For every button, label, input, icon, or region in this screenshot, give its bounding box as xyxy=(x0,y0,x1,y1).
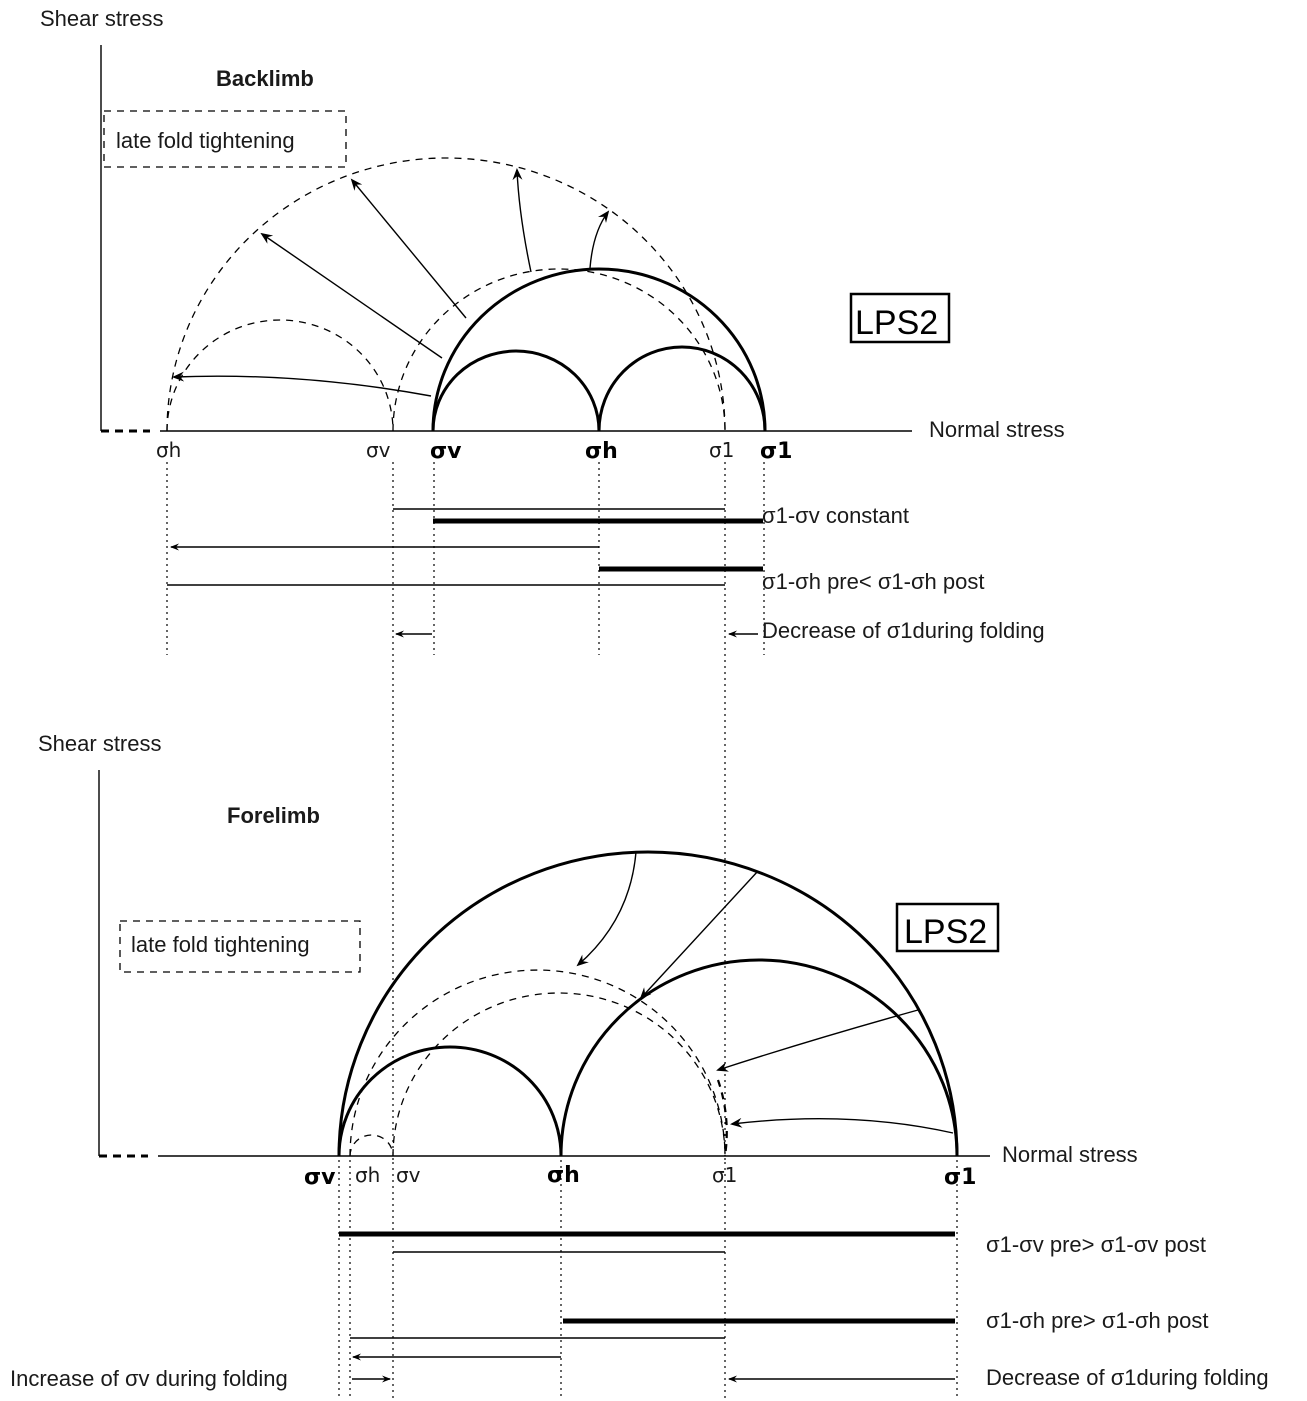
bottom-tick-sv-pre: σv xyxy=(304,1165,336,1190)
bottom-circle-s1-sv-post xyxy=(392,992,726,1157)
bottom-annotation-2: σ1-σh pre> σ1-σh post xyxy=(986,1308,1208,1333)
bottom-circle-s1-sh-pre xyxy=(559,958,959,1157)
bottom-circle-sh-sv-pre xyxy=(337,1045,563,1157)
backlimb-panel: Shear stress Normal stress Backlimb late… xyxy=(40,6,1065,655)
top-lps2-box xyxy=(849,292,951,344)
bottom-tick-sh-pre: σh xyxy=(547,1163,580,1188)
top-circle-s1-sh-pre xyxy=(597,345,767,432)
bottom-title: Forelimb xyxy=(227,803,320,828)
top-circle-s1-sv-pre xyxy=(431,267,767,432)
bottom-annotation-1: σ1-σv pre> σ1-σv post xyxy=(986,1232,1206,1257)
top-tick-sv-post: σv xyxy=(366,438,391,462)
top-arrow-1 xyxy=(172,371,432,397)
top-normal-axis-label: Normal stress xyxy=(929,417,1065,442)
top-arrow-5 xyxy=(589,210,610,269)
top-tick-s1-post: σ1 xyxy=(709,438,734,462)
bottom-tick-sh-post: σh xyxy=(355,1163,380,1187)
bottom-lps2-box xyxy=(895,902,1000,953)
bottom-note: late fold tightening xyxy=(131,932,310,957)
bottom-circle-s1-sv-pre xyxy=(337,850,959,1157)
bottom-circle-sv-sh-post xyxy=(349,1134,394,1157)
bottom-note-box xyxy=(119,920,361,973)
top-shear-axis-label: Shear stress xyxy=(40,6,164,31)
top-annotation-3: Decrease of σ1during folding xyxy=(762,618,1045,643)
bottom-arrow-4 xyxy=(730,1117,954,1134)
top-tick-sh-post: σh xyxy=(156,438,181,462)
top-circle-sv-sh-post xyxy=(166,319,394,432)
top-note-box xyxy=(103,110,347,168)
bottom-arrow-2 xyxy=(639,870,759,1000)
bottom-circle-s1-sh-post xyxy=(349,969,726,1157)
top-note: late fold tightening xyxy=(116,128,295,153)
forelimb-panel: Shear stress Normal stress Forelimb late… xyxy=(10,731,1269,1398)
top-tick-s1-pre: σ1 xyxy=(760,439,792,464)
top-arrow-3 xyxy=(350,178,467,319)
top-annotation-1: σ1-σv constant xyxy=(762,503,909,528)
bottom-arrow-3 xyxy=(716,1009,919,1072)
top-lps2-label: LPS2 xyxy=(855,304,938,342)
top-circle-sh-sv-pre xyxy=(431,349,601,432)
bottom-lps2-label: LPS2 xyxy=(904,913,987,951)
top-circle-s1-sh-post xyxy=(166,157,726,432)
bottom-tick-sv-post: σv xyxy=(396,1163,421,1187)
bottom-arrow-1 xyxy=(576,851,637,967)
top-circle-s1-sv-post xyxy=(392,268,726,432)
top-tick-sh-pre: σh xyxy=(585,439,618,464)
bottom-annotation-3: Decrease of σ1during folding xyxy=(986,1365,1269,1390)
bottom-tick-s1-pre: σ1 xyxy=(944,1165,976,1190)
top-arrow-4 xyxy=(512,168,532,273)
bottom-annotation-4: Increase of σv during folding xyxy=(10,1366,288,1391)
top-arrow-2 xyxy=(260,232,443,359)
bottom-circle-post-emphasis xyxy=(716,1079,728,1157)
top-tick-sv-pre: σv xyxy=(430,439,462,464)
top-annotation-2: σ1-σh pre< σ1-σh post xyxy=(762,569,984,594)
top-title: Backlimb xyxy=(216,66,314,91)
bottom-normal-axis-label: Normal stress xyxy=(1002,1142,1138,1167)
bottom-shear-axis-label: Shear stress xyxy=(38,731,162,756)
